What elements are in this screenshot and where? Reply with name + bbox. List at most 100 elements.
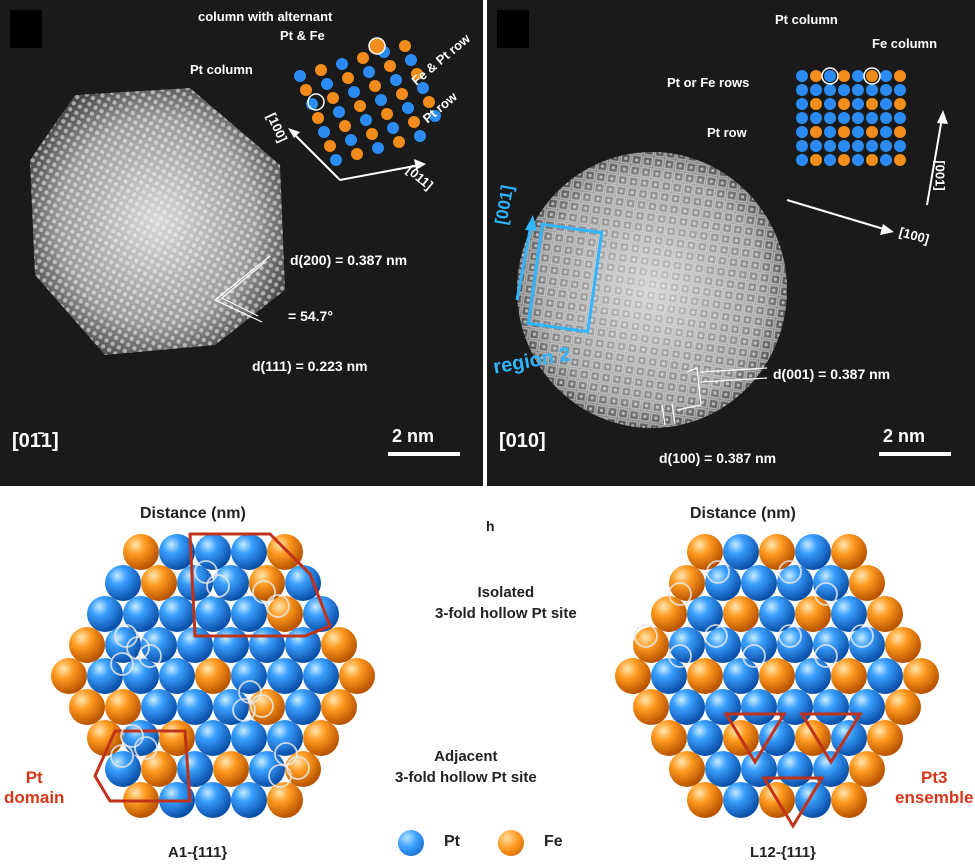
pt-atom [824,84,836,96]
mask-block [10,10,42,48]
pt-atom [195,782,231,818]
pt-atom [867,658,903,694]
pt-atom [159,596,195,632]
pt-domain-box-lower [93,729,192,803]
pt3-triangle-2 [799,712,863,765]
hollow-site-ring [194,560,218,584]
hollow-site-ring [742,644,766,668]
pt-atom [321,78,333,90]
label-d100: d(100) = 0.387 nm [659,450,777,466]
fe-pt-atom [354,100,366,112]
pt-domain-label: Pt domain [4,768,65,807]
hollow-site-ring [274,742,298,766]
scale-bar-right [879,452,951,456]
fe-atom [894,154,906,166]
fe-pt-atom [324,140,336,152]
tem-panel-left: column with alternant Pt & Fe Pt column … [0,0,483,486]
fe-pt-atom [369,80,381,92]
fe-atom [795,596,831,632]
hollow-site-ring [232,698,256,722]
pt-atom [796,98,808,110]
fe-atom [651,720,687,756]
fe-atom [867,596,903,632]
pt-atom [795,534,831,570]
fe-atom [831,782,867,818]
hollow-site-ring [814,582,838,606]
fe-atom [321,627,357,663]
pt-atom [880,154,892,166]
pt-atom [105,627,141,663]
pt-atom [249,627,285,663]
fe-atom [141,565,177,601]
pt-atom [824,126,836,138]
fe-atom [903,658,939,694]
fe-atom [759,534,795,570]
pt-atom [375,94,387,106]
pt-atom [796,70,808,82]
pt-atom [333,106,345,118]
pt-atom [213,627,249,663]
pt-atom [741,689,777,725]
pt-atom [249,751,285,787]
label-pt-column: Pt column [190,62,253,77]
pt-atom [880,140,892,152]
pt-atom [796,84,808,96]
pt-atom [831,596,867,632]
pt-atom [177,565,213,601]
right-caption: L12-{111} [750,844,816,861]
pt-atom [880,112,892,124]
pt3-ensemble-label: Pt3 ensemble [895,768,974,807]
fe-atom [651,596,687,632]
pt-atom [330,154,342,166]
pt-atom [852,70,864,82]
pt-atom [796,112,808,124]
left-model-title: Distance (nm) [140,505,246,522]
hollow-site-ring [238,680,262,704]
label-angle: = 54.7° [288,308,333,324]
tem-panel-right: Pt column Fe column Pt or Fe rows Pt row… [487,0,975,486]
pt-atom [824,98,836,110]
fe-pt-atom [411,68,423,80]
fe-pt-atom [381,108,393,120]
pt-atom [852,112,864,124]
fe-atom [195,658,231,694]
fe-atom [838,98,850,110]
pt-atom [123,596,159,632]
fe-atom [303,720,339,756]
fe-atom [831,658,867,694]
isolated-site-label: Isolated 3-fold hollow Pt site [435,584,577,622]
pt-atom [414,130,426,142]
hollow-site-ring [252,580,276,604]
pt-atom [213,689,249,725]
pt-atom [777,751,813,787]
fe-atom [866,98,878,110]
label-fe-column: Fe column [872,36,938,51]
hollow-site-ring [778,624,802,648]
alt-column-marker [368,37,386,55]
pt-atom [687,596,723,632]
fe-column-marker [863,67,881,85]
adjacent-site-label: Adjacent 3-fold hollow Pt site [395,748,537,786]
pt-atom [810,140,822,152]
pt-atom [813,565,849,601]
tem-image-right [515,67,948,428]
pt-atom [177,751,213,787]
fe-atom [838,70,850,82]
hollow-site-markers [110,560,874,788]
pt3-triangle-3 [761,776,825,829]
pt-atom [705,689,741,725]
fe-atom [723,596,759,632]
pt-atom [141,627,177,663]
center-h-label: h [486,518,495,534]
pt-atom [402,102,414,114]
fe-atom [669,751,705,787]
hollow-site-ring [634,624,658,648]
label-pt-fe-rows: Pt or Fe rows [667,75,750,90]
pt-atom [866,84,878,96]
pt-atom [880,126,892,138]
pt-atom [796,126,808,138]
zone-axis-left: [01̄1] [12,430,59,452]
label-d200: d(200) = 0.387 nm [290,252,408,268]
legend-pt-sphere [398,830,424,856]
hollow-site-ring [668,644,692,668]
